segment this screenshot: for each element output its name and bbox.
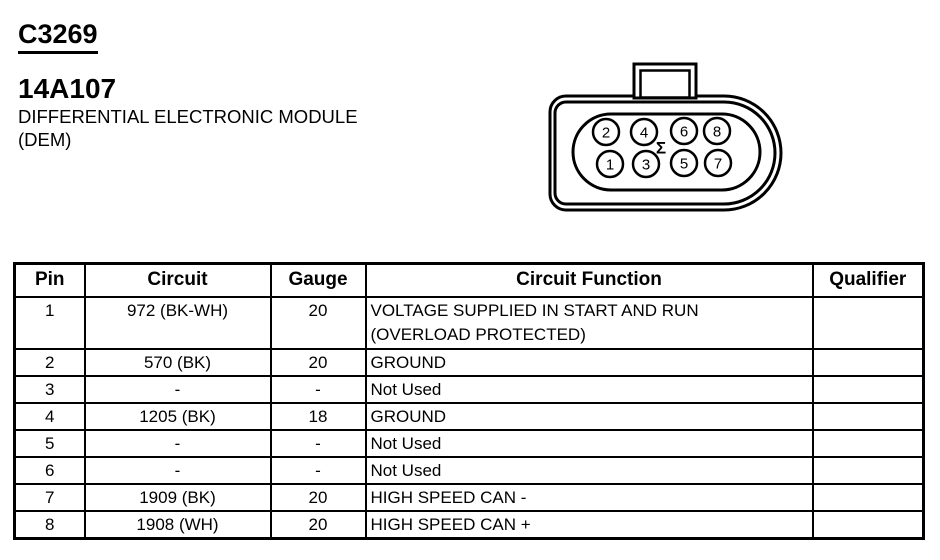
- sigma-index-mark: Σ: [656, 139, 666, 158]
- cell-function: GROUND: [364, 401, 814, 431]
- cell-gauge: 20: [269, 509, 367, 539]
- pin-8-circle: [702, 116, 732, 146]
- cell-function: VOLTAGE SUPPLIED IN START AND RUN (OVERL…: [364, 295, 814, 350]
- connector-body-outline-inner: [553, 100, 777, 206]
- table-row: 7 1909 (BK) 20 HIGH SPEED CAN -: [13, 482, 925, 512]
- pin-5-circle: [669, 148, 699, 178]
- cell-gauge: 20: [269, 482, 367, 512]
- cell-pin: 1: [13, 295, 86, 350]
- table-row: 4 1205 (BK) 18 GROUND: [13, 401, 925, 431]
- connector-drawing: 2 4 6 8 Σ 1 3 5 7: [548, 62, 783, 212]
- pin-4-label: 4: [640, 125, 648, 142]
- cell-circuit: 1908 (WH): [83, 509, 272, 539]
- connector-tab-inner: [639, 69, 691, 99]
- pin-1-circle: [595, 149, 625, 179]
- component-name-line1: DIFFERENTIAL ELECTRONIC MODULE: [18, 106, 358, 128]
- cell-qualifier: [811, 455, 925, 485]
- cell-function: Not Used: [364, 428, 814, 458]
- cell-pin: 2: [13, 347, 86, 377]
- cell-qualifier: [811, 295, 925, 350]
- table-header-row: Pin Circuit Gauge Circuit Function Quali…: [13, 262, 925, 298]
- cell-pin: 5: [13, 428, 86, 458]
- pinout-table: Pin Circuit Gauge Circuit Function Quali…: [13, 262, 925, 540]
- pin-6-label: 6: [680, 124, 688, 141]
- header-circuit: Circuit: [83, 262, 272, 298]
- connector-body-outline-outer: [548, 94, 783, 212]
- cell-circuit: -: [83, 428, 272, 458]
- cell-function: HIGH SPEED CAN -: [364, 482, 814, 512]
- cell-circuit: 1909 (BK): [83, 482, 272, 512]
- cell-gauge: -: [269, 374, 367, 404]
- table-row: 6 - - Not Used: [13, 455, 925, 485]
- cell-qualifier: [811, 482, 925, 512]
- component-name-line2: (DEM): [18, 128, 72, 150]
- cell-function: HIGH SPEED CAN +: [364, 509, 814, 539]
- header-function: Circuit Function: [364, 262, 814, 298]
- cell-gauge: 20: [269, 295, 367, 350]
- pin-1-label: 1: [606, 157, 614, 174]
- table-row: 3 - - Not Used: [13, 374, 925, 404]
- part-number: 14A107: [18, 72, 117, 104]
- cell-gauge: 18: [269, 401, 367, 431]
- cell-circuit: 570 (BK): [83, 347, 272, 377]
- pin-3-label: 3: [642, 157, 650, 174]
- pin-8-label: 8: [713, 124, 721, 141]
- cell-function: Not Used: [364, 374, 814, 404]
- cell-pin: 4: [13, 401, 86, 431]
- cell-gauge: 20: [269, 347, 367, 377]
- cell-qualifier: [811, 428, 925, 458]
- pin-2-circle: [591, 117, 621, 147]
- cell-qualifier: [811, 401, 925, 431]
- cell-circuit: 1205 (BK): [83, 401, 272, 431]
- connector-id-title: C3269: [18, 19, 98, 54]
- table-row: 5 - - Not Used: [13, 428, 925, 458]
- cell-gauge: -: [269, 428, 367, 458]
- table-row: 2 570 (BK) 20 GROUND: [13, 347, 925, 377]
- pin-6-circle: [669, 116, 699, 146]
- header-gauge: Gauge: [269, 262, 367, 298]
- cell-circuit: -: [83, 455, 272, 485]
- header-pin: Pin: [13, 262, 86, 298]
- cell-function: Not Used: [364, 455, 814, 485]
- cell-pin: 3: [13, 374, 86, 404]
- table-row: 1 972 (BK-WH) 20 VOLTAGE SUPPLIED IN STA…: [13, 295, 925, 350]
- pin-3-circle: [631, 149, 661, 179]
- header-qualifier: Qualifier: [811, 262, 925, 298]
- cell-qualifier: [811, 374, 925, 404]
- table-row: 8 1908 (WH) 20 HIGH SPEED CAN +: [13, 509, 925, 539]
- document-header: C3269 14A107 DIFFERENTIAL ELECTRONIC MOD…: [18, 19, 358, 151]
- cell-gauge: -: [269, 455, 367, 485]
- cell-pin: 7: [13, 482, 86, 512]
- pin-4-circle: [629, 117, 659, 147]
- cell-function: GROUND: [364, 347, 814, 377]
- connector-face-diagram: 2 4 6 8 Σ 1 3 5 7: [546, 56, 786, 218]
- pin-7-label: 7: [714, 156, 722, 173]
- pin-5-label: 5: [680, 156, 688, 173]
- cell-qualifier: [811, 509, 925, 539]
- cell-circuit: 972 (BK-WH): [83, 295, 272, 350]
- cell-qualifier: [811, 347, 925, 377]
- cell-pin: 6: [13, 455, 86, 485]
- pin-2-label: 2: [602, 125, 610, 142]
- cell-pin: 8: [13, 509, 86, 539]
- pin-7-circle: [703, 148, 733, 178]
- cell-circuit: -: [83, 374, 272, 404]
